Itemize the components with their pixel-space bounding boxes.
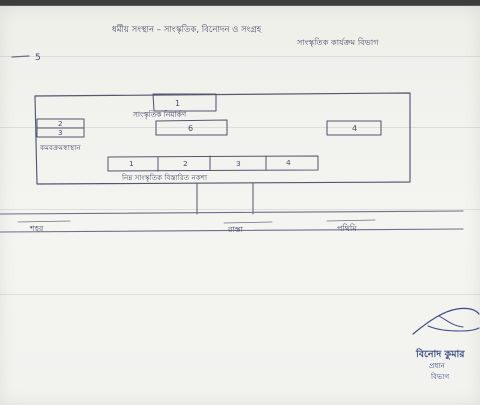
margin-mark: 5	[35, 53, 41, 63]
numbered-cell-1: 1	[129, 159, 134, 168]
margin-stroke	[11, 55, 30, 58]
room-box-2-label: 2	[58, 119, 63, 128]
room-box-6-label: 6	[188, 124, 193, 133]
room-box-6	[155, 119, 228, 136]
numbered-cell-3: 3	[236, 159, 241, 168]
room-box-1-label: 1	[175, 99, 180, 108]
numbered-cell-4: 4	[286, 158, 291, 167]
room-box-1	[152, 93, 217, 112]
center-block-label: সাংস্কৃতিক নিমার্কণ	[132, 110, 187, 119]
road-label-center: রাস্তা	[227, 225, 243, 234]
scan-line	[0, 294, 480, 295]
document-title-line-1: ধর্মীয় সংস্থান – সাংস্কৃতিক, বিনোদন ও স…	[112, 23, 263, 35]
building-outline	[34, 92, 411, 185]
signature-stroke	[438, 315, 464, 328]
road-label-left: শহর	[29, 224, 44, 233]
road-label-right: পথিমি	[337, 224, 357, 233]
scan-line	[0, 56, 480, 57]
scan-line	[0, 127, 480, 128]
room-box-3	[36, 127, 85, 138]
room-box-3-label: 3	[58, 128, 63, 137]
document-title-line-2: সাংস্কৃতিক কার্যক্রম বিভাগ	[296, 37, 379, 47]
signature-title: প্রধান	[429, 361, 445, 370]
road-top-line	[0, 210, 464, 215]
side-note: কমবক্রমস্বাস্থান	[39, 143, 81, 152]
road-bottom-line	[0, 228, 464, 233]
paper-sheet	[0, 6, 480, 405]
room-box-4	[326, 120, 382, 136]
numbered-cell-2: 2	[183, 159, 188, 168]
signature-stroke	[412, 307, 480, 335]
room-box-4-label: 4	[352, 124, 357, 133]
road-markings	[17, 219, 376, 224]
signature-department: বিভাগ	[430, 372, 449, 381]
scan-line	[0, 209, 480, 210]
signature-stroke	[427, 325, 480, 332]
signature-name: বিনোদ কুমার	[415, 347, 465, 361]
numbered-row	[107, 155, 319, 172]
bottom-plan-text: নিম্ন সাংস্কৃতিক বিস্তারিত নকশা	[121, 173, 208, 182]
